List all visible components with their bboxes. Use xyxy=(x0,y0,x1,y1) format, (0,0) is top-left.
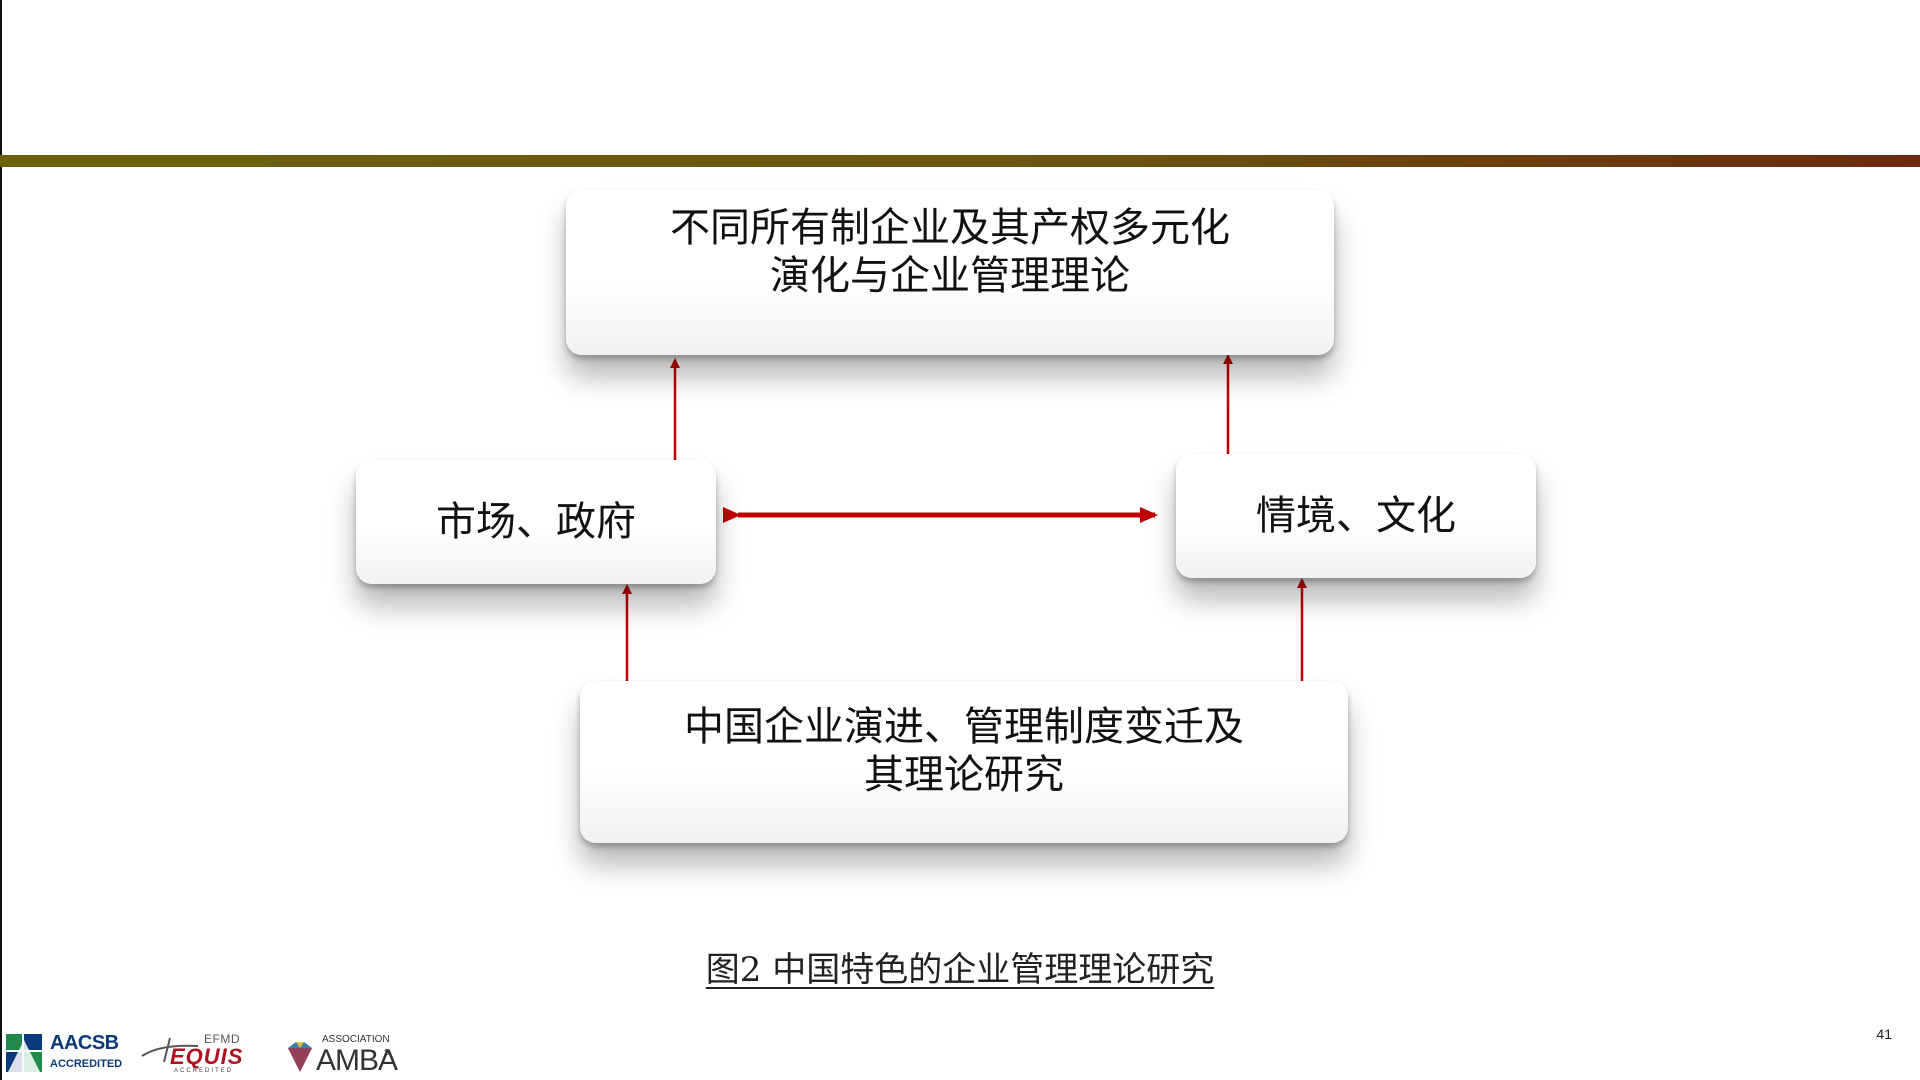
amba-name: AMBA xyxy=(316,1044,398,1077)
box-market-government: 市场、政府 xyxy=(356,460,716,584)
box-top-line-1: 不同所有制企业及其产权多元化 xyxy=(670,205,1230,251)
equis-efmd: EFMD xyxy=(204,1032,240,1046)
left-border xyxy=(0,0,2,1080)
amba-diamond-icon xyxy=(288,1042,312,1072)
aacsb-mark-icon xyxy=(4,1032,44,1074)
equis-name: EQUIS xyxy=(170,1044,244,1069)
amba-logo: ASSOCIATION AMBA S xyxy=(282,1030,398,1078)
box-bottom-line-1: 中国企业演进、管理制度变迁及 xyxy=(684,704,1244,750)
box-left-label: 市场、政府 xyxy=(436,499,636,545)
aacsb-logo: AACSB ACCREDITED xyxy=(4,1030,124,1076)
amba-association: ASSOCIATION xyxy=(322,1034,390,1045)
equis-logo: EFMD EQUIS ACCREDITED xyxy=(140,1028,260,1076)
equis-swoosh-icon xyxy=(141,1037,199,1063)
aacsb-name: AACSB xyxy=(50,1032,119,1054)
box-enterprise-evolution: 中国企业演进、管理制度变迁及 其理论研究 xyxy=(580,681,1348,843)
equis-subtitle: ACCREDITED xyxy=(174,1068,234,1074)
figure-caption-text: 图2 中国特色的企业管理理论研究 xyxy=(705,950,1215,990)
box-bottom-line-2: 其理论研究 xyxy=(864,752,1064,798)
page-number: 41 xyxy=(1876,1026,1892,1042)
box-right-label: 情境、文化 xyxy=(1256,493,1456,539)
figure-caption: 图2 中国特色的企业管理理论研究 xyxy=(0,942,1920,991)
box-context-culture: 情境、文化 xyxy=(1176,454,1536,578)
aacsb-subtitle: ACCREDITED xyxy=(50,1058,123,1070)
box-top-line-2: 演化与企业管理理论 xyxy=(770,253,1130,299)
title-divider-band xyxy=(0,155,1920,167)
amba-suffix: S xyxy=(384,1048,390,1057)
box-ownership-evolution: 不同所有制企业及其产权多元化 演化与企业管理理论 xyxy=(566,190,1334,355)
